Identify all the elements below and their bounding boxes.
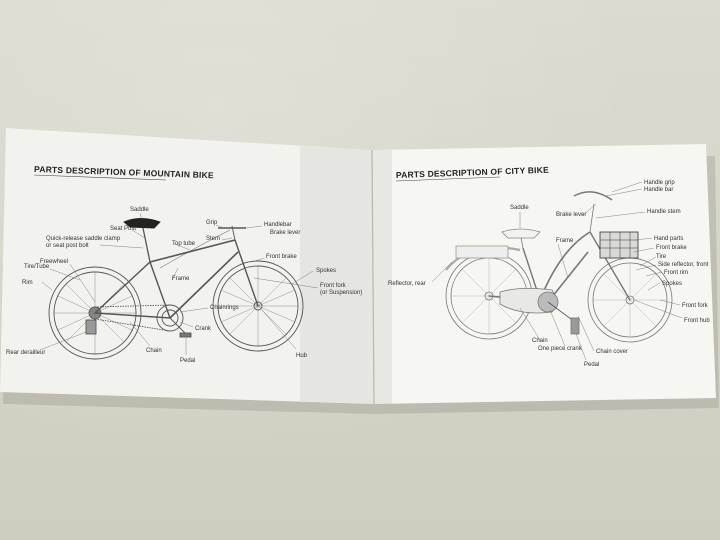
city-bike-drawing [445,191,673,343]
label-top-tube: Top tube [172,241,196,247]
mountain-bike-leaders [39,212,319,355]
label-suspension: (or Suspension) [320,290,362,296]
label-reflector-rear: Reflector, rear [388,281,426,287]
label-one-piece-crank: One piece crank [538,346,583,352]
label-hand-parts: Hand parts [654,236,683,242]
label-tire: Tire [656,254,667,260]
mountain-bike-labels: Saddle Grip Handlebar Brake lever Stem T… [6,207,362,364]
label-brake-lever-city: Brake lever [556,212,586,218]
label-chainrings: Chainrings [210,305,239,311]
label-front-brake-city: Front brake [656,245,687,251]
label-tire-tube: Tire/Tube [24,264,50,270]
label-saddle: Saddle [130,207,149,213]
label-handle-bar: Handle bar [644,187,673,193]
label-stem: Stem [206,236,220,242]
label-rim: Rim [22,280,33,286]
label-quick-release: Quick-release saddle clamp [46,236,121,242]
label-pedal-city: Pedal [584,362,599,368]
city-bike-leaders [431,181,683,361]
label-frame: Frame [172,276,190,282]
label-front-brake: Front brake [266,254,297,260]
label-chain-cover: Chain cover [596,349,628,355]
label-brake-lever: Brake lever [270,230,300,236]
label-handlebar: Handlebar [264,222,292,228]
label-hub: Hub [296,353,308,359]
right-page [372,144,716,404]
label-seat-post-bolt: or seat post bolt [46,243,89,249]
left-page [0,128,374,404]
label-seat-post: Seat Post [110,226,136,232]
label-spokes: Spokes [316,268,336,274]
label-pedal: Pedal [180,358,195,364]
label-chain: Chain [146,348,162,354]
label-front-hub: Front hub [684,318,710,324]
label-spokes-city: Spokes [662,281,682,287]
label-crank: Crank [195,326,212,332]
label-side-reflector: Side reflector, front [658,262,709,268]
label-rear-derailleur: Rear derailleur [6,350,45,356]
label-handle-stem: Handle stem [647,209,681,215]
label-handle-grip: Handle grip [644,180,675,186]
label-grip: Grip [206,220,218,226]
label-front-fork: Front fork [320,283,347,289]
label-frame-city: Frame [556,238,574,244]
label-front-fork-city: Front fork [682,303,709,309]
city-bike-labels: Handle grip Handle bar Saddle Brake leve… [388,180,710,368]
label-chain-city: Chain [532,338,548,344]
mountain-bike-drawing [48,218,304,360]
label-saddle-city: Saddle [510,205,529,211]
label-front-rim: Front rim [664,270,688,276]
label-freewheel: Freewheel [40,259,68,265]
